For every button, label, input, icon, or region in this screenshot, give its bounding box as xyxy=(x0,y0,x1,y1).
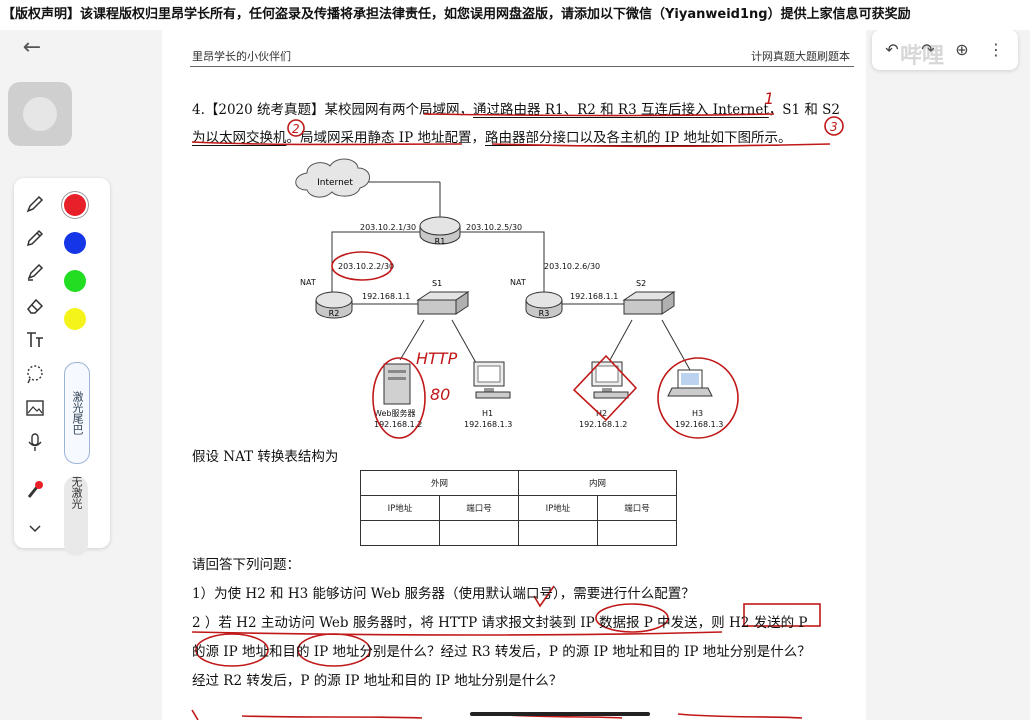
header-left: 里昂学长的小伙伴们 xyxy=(192,50,291,63)
host-h3 xyxy=(667,369,713,397)
header-divider xyxy=(190,66,854,67)
question-line-1: 4.【2020 统考真题】某校园网有两个局域网，通过路由器 R1、R2 和 R3… xyxy=(192,98,840,118)
switch-s1: S1 xyxy=(416,279,470,315)
web-server xyxy=(383,363,411,405)
network-diagram: Internet R1 R2 R3 S1 xyxy=(191,89,844,720)
image-icon[interactable] xyxy=(20,394,50,422)
annotation-3: 3 xyxy=(830,120,838,134)
internet-label: Internet xyxy=(317,178,353,188)
nat-col-0: IP地址 xyxy=(360,495,440,521)
answer-intro: 请回答下列问题： xyxy=(192,557,300,573)
nat-header-outer: 外网 xyxy=(360,470,519,496)
r3-label: R3 xyxy=(539,309,550,318)
h1-ip: 192.168.1.3 xyxy=(464,420,512,429)
ip-r2-lan: 192.168.1.1 xyxy=(362,292,410,301)
laser-pointer-icon[interactable] xyxy=(20,476,50,504)
nat-intro: 假设 NAT 转换表结构为 xyxy=(192,449,339,465)
question-suffix: ，S1 和 S2 xyxy=(768,102,841,118)
right-toolbar: ↶ ↷ ⊕ ⋮ xyxy=(872,30,1018,70)
avatar-dot xyxy=(23,97,57,131)
chevron-down-icon[interactable] xyxy=(20,514,50,542)
question-underlined-3: 路由器部分接口以及各主机的 IP 地址如下图所示 xyxy=(485,130,778,146)
question-2-line-3: 经过 R2 转发后，P 的源 IP 地址和目的 IP 地址分别是什么？ xyxy=(192,673,563,689)
nat-cell xyxy=(360,520,440,546)
r1-label: R1 xyxy=(435,237,446,246)
router-r2: R2 xyxy=(315,291,353,319)
web-server-label: Web服务器 xyxy=(374,408,415,418)
s1-label: S1 xyxy=(432,279,442,288)
ip-r1-right: 203.10.2.5/30 xyxy=(466,223,522,232)
ip-r3-wan: 203.10.2.6/30 xyxy=(544,262,600,271)
s2-label: S2 xyxy=(636,279,646,288)
eraser-icon[interactable] xyxy=(20,292,50,320)
undo-icon[interactable]: ↶ xyxy=(885,40,899,59)
color-green[interactable] xyxy=(64,270,86,292)
watermark: 哔哩 xyxy=(900,44,945,69)
h3-ip: 192.168.1.3 xyxy=(675,420,723,429)
h3-label: H3 xyxy=(692,409,703,418)
host-h2 xyxy=(591,361,629,399)
color-red[interactable] xyxy=(64,194,86,216)
more-icon[interactable]: ⋮ xyxy=(988,40,1004,59)
nat-table: 外网 内网 IP地址 端口号 IP地址 端口号 xyxy=(360,470,677,546)
nat-cell xyxy=(597,520,677,546)
host-h1 xyxy=(473,361,511,399)
text-tool-icon[interactable] xyxy=(20,326,50,354)
annotation-1: 1 xyxy=(764,89,774,108)
question-mid: 。局域网采用静态 IP 地址配置， xyxy=(286,130,486,146)
nat-col-1: 端口号 xyxy=(439,495,519,521)
question-prefix: 4.【2020 统考真题】某校园网有两个局域网， xyxy=(192,102,474,118)
annotation-http: HTTP xyxy=(416,349,458,368)
document-page: 里昂学长的小伙伴们 计网真题大题刷题本 4.【2020 统考真题】某校园网有两个… xyxy=(162,30,866,720)
annotation-port: 80 xyxy=(430,385,450,404)
ip-r1-left: 203.10.2.1/30 xyxy=(360,223,416,232)
h2-ip: 192.168.1.2 xyxy=(579,420,627,429)
router-r3: R3 xyxy=(525,291,563,319)
laser-trail-label: 激光尾巴 xyxy=(71,391,84,435)
back-arrow-icon[interactable]: ← xyxy=(22,35,42,60)
color-blue[interactable] xyxy=(64,232,86,254)
question-underlined-2: 为以太网交换机 xyxy=(192,130,287,146)
web-server-ip: 192.168.1.2 xyxy=(374,420,422,429)
h2-label: H2 xyxy=(596,409,607,418)
switch-s2: S2 xyxy=(622,279,676,315)
header-right: 计网真题大题刷题本 xyxy=(751,50,850,63)
nat-cell xyxy=(518,520,598,546)
nat-col-2: IP地址 xyxy=(518,495,598,521)
ip-r2-wan: 203.10.2.2/30 xyxy=(338,262,394,271)
add-page-icon[interactable]: ⊕ xyxy=(955,40,969,59)
copyright-banner: 【版权声明】该课程版权归里昂学长所有，任何盗录及传播将承担法律责任，如您误用网盘… xyxy=(0,0,1030,30)
question-end: 。 xyxy=(778,130,792,146)
microphone-icon[interactable] xyxy=(20,428,50,456)
ip-r3-lan: 192.168.1.1 xyxy=(570,292,618,301)
question-2-line-1: 2 ）若 H2 主动访问 Web 服务器时，将 HTTP 请求报文封装到 IP … xyxy=(192,615,808,631)
h1-label: H1 xyxy=(482,409,493,418)
avatar[interactable] xyxy=(8,82,72,146)
pen-icon[interactable] xyxy=(20,190,50,218)
r2-label: R2 xyxy=(329,309,340,318)
router-r1: R1 xyxy=(419,216,461,246)
lasso-icon[interactable] xyxy=(20,360,50,388)
no-laser-toggle[interactable]: 无激光 xyxy=(64,476,88,556)
question-underlined-1: 通过路由器 R1、R2 和 R3 互连后接入 Internet xyxy=(473,102,769,118)
internet-cloud: Internet xyxy=(295,158,370,198)
laser-trail-toggle[interactable]: 激光尾巴 xyxy=(64,362,90,464)
handwritten-annotations: 1 2 3 HTTP 80 xyxy=(191,89,844,720)
pencil-icon[interactable] xyxy=(20,224,50,252)
no-laser-label: 无激光 xyxy=(70,476,83,509)
nat-header-inner: 内网 xyxy=(518,470,677,496)
home-indicator xyxy=(470,712,650,716)
question-2-line-2: 的源 IP 地址和目的 IP 地址分别是什么？经过 R3 转发后，P 的源 IP… xyxy=(192,644,811,660)
annotation-2: 2 xyxy=(292,122,300,136)
nat-cell xyxy=(439,520,519,546)
nat-left: NAT xyxy=(300,278,316,287)
question-1: 1）为使 H2 和 H3 能够访问 Web 服务器（使用默认端口号），需要进行什… xyxy=(192,586,695,602)
nat-right: NAT xyxy=(510,278,526,287)
highlighter-icon[interactable] xyxy=(20,258,50,286)
nat-col-3: 端口号 xyxy=(597,495,677,521)
color-yellow[interactable] xyxy=(64,308,86,330)
question-line-2: 为以太网交换机。局域网采用静态 IP 地址配置，路由器部分接口以及各主机的 IP… xyxy=(192,126,792,146)
tool-panel: 激光尾巴 无激光 xyxy=(14,178,110,556)
redo-icon[interactable]: ↷ xyxy=(921,40,935,59)
